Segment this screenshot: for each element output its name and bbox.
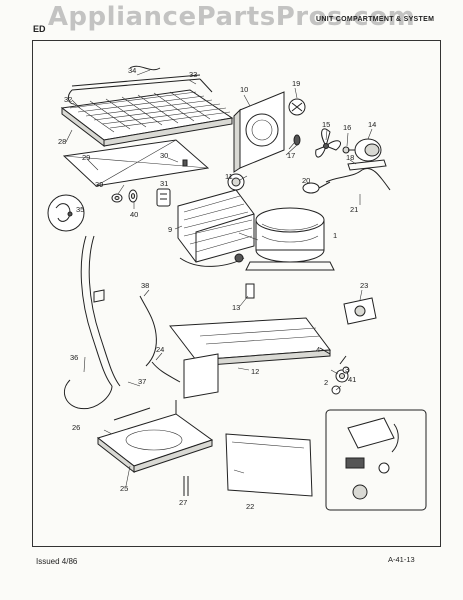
callout-41: 41 [348, 375, 356, 384]
callout-24: 24 [156, 345, 164, 354]
detail-circle-35 [47, 194, 85, 232]
motor-bracket-and-wire [325, 159, 391, 191]
part-27-tube [183, 476, 189, 496]
drain-tube [63, 235, 121, 410]
part-38-hose [139, 295, 157, 367]
callout-13: 13 [232, 303, 240, 312]
callout-22: 22 [246, 502, 254, 511]
callout-12: 12 [251, 367, 259, 376]
callout-3: 3 [345, 365, 349, 374]
callout-1: 1 [333, 231, 337, 240]
callout-18: 18 [346, 153, 354, 162]
part-19-grille [288, 98, 306, 116]
callout-20: 20 [302, 176, 310, 185]
part-13-drier [245, 283, 255, 299]
callout-40: 40 [130, 210, 138, 219]
base-rail [169, 317, 331, 399]
callout-37: 37 [138, 377, 146, 386]
part-20-harness [302, 181, 331, 194]
callout-14: 14 [368, 120, 376, 129]
callout-16: 16 [343, 123, 351, 132]
issued-date: Issued 4/86 [36, 557, 78, 566]
callout-10: 10 [240, 85, 248, 94]
mounting-hardware [319, 347, 350, 395]
part-17-clip [293, 134, 301, 146]
drain-pan-coil [177, 189, 255, 267]
callout-4: 4 [316, 345, 320, 354]
callout-27: 27 [179, 498, 187, 507]
callout-32: 32 [64, 95, 72, 104]
callout-28: 28 [58, 137, 66, 146]
drain-pan [96, 400, 214, 474]
callout-39: 39 [95, 180, 103, 189]
watermark-text: AppliancePartsPros.com [47, 2, 416, 32]
fan-shroud [233, 91, 285, 173]
header-section-title: UNIT COMPARTMENT & SYSTEM [316, 16, 435, 23]
callout-2: 2 [324, 378, 328, 387]
diagram-frame [32, 40, 441, 547]
condenser-assembly [60, 65, 234, 148]
callout-33: 33 [189, 70, 197, 79]
leader-lines [65, 69, 373, 487]
inset-detail-box [325, 409, 427, 511]
header-model-code: ED [33, 24, 46, 34]
callout-19: 19 [292, 79, 300, 88]
callout-labels: 34 33 32 28 29 30 39 35 40 31 9 10 19 17… [58, 66, 376, 511]
relay-overload [343, 297, 377, 325]
grommets [111, 189, 138, 203]
callout-35: 35 [76, 205, 84, 214]
callout-31: 31 [160, 179, 168, 188]
callout-9: 9 [168, 225, 172, 234]
page-code: A-41-13 [388, 555, 415, 564]
callout-17: 17 [287, 151, 295, 160]
callout-38: 38 [141, 281, 149, 290]
callout-15: 15 [322, 120, 330, 129]
callout-29: 29 [82, 153, 90, 162]
callout-23: 23 [360, 281, 368, 290]
access-panel [225, 433, 313, 497]
callout-21: 21 [350, 205, 358, 214]
fan-blade [315, 128, 341, 158]
part-31-bracket [156, 188, 171, 207]
part-24-cord [151, 361, 181, 383]
callout-25: 25 [120, 484, 128, 493]
callout-26: 26 [72, 423, 80, 432]
drip-plate-assembly [62, 139, 210, 187]
callout-34: 34 [128, 66, 136, 75]
compressor [234, 207, 335, 271]
callout-36: 36 [70, 353, 78, 362]
callout-11: 11 [225, 172, 233, 181]
callout-30: 30 [160, 151, 168, 160]
fan-motor [348, 138, 382, 162]
